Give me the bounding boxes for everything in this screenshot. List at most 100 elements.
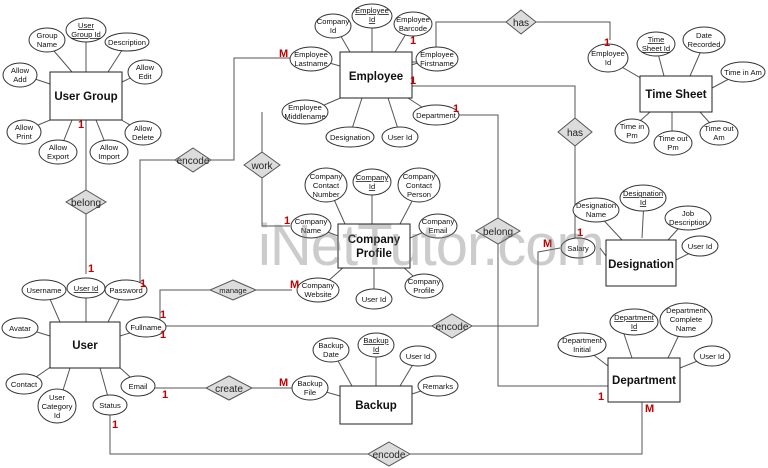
attr-employee-barcode: Employee Barcode bbox=[393, 11, 433, 37]
svg-text:Id: Id bbox=[631, 322, 637, 331]
svg-text:Employee: Employee bbox=[396, 15, 430, 24]
svg-text:Lastname: Lastname bbox=[294, 59, 327, 68]
svg-text:File: File bbox=[304, 388, 316, 397]
attr-time-in-am: Time in Am bbox=[720, 61, 766, 83]
attr-email: Email bbox=[120, 375, 156, 397]
relationship-has-timesheet[interactable]: has bbox=[505, 9, 537, 35]
svg-text:Id: Id bbox=[605, 58, 611, 67]
attr-allow-export: Allow Export bbox=[38, 139, 78, 165]
entity-company-profile[interactable]: Company Profile bbox=[337, 223, 411, 269]
svg-text:Profile: Profile bbox=[356, 248, 392, 260]
svg-text:Company: Company bbox=[356, 173, 389, 182]
svg-text:Sheet Id: Sheet Id bbox=[642, 44, 670, 53]
attr-description: Description bbox=[104, 32, 150, 52]
entity-designation[interactable]: Designation bbox=[605, 239, 677, 287]
svg-text:Print: Print bbox=[16, 132, 33, 141]
svg-text:Employee: Employee bbox=[591, 49, 625, 58]
svg-text:Id: Id bbox=[330, 26, 336, 35]
svg-text:Company: Company bbox=[403, 172, 436, 181]
svg-text:1: 1 bbox=[284, 215, 290, 227]
svg-text:Group: Group bbox=[36, 31, 57, 40]
svg-text:Company: Company bbox=[310, 172, 343, 181]
attr-allow-print: Allow Print bbox=[6, 119, 42, 145]
svg-text:Description: Description bbox=[108, 38, 146, 47]
attr-department-id: Department Id bbox=[609, 308, 659, 336]
svg-text:Number: Number bbox=[312, 190, 339, 199]
svg-text:Designation: Designation bbox=[608, 259, 674, 271]
entity-time-sheet[interactable]: Time Sheet bbox=[639, 75, 713, 113]
entity-backup[interactable]: Backup bbox=[339, 385, 413, 425]
attr-employee-middlename: Employee Middlename bbox=[281, 99, 329, 125]
svg-text:User Group: User Group bbox=[54, 91, 117, 103]
entity-department[interactable]: Department bbox=[607, 357, 681, 403]
svg-text:1: 1 bbox=[88, 263, 94, 275]
relationship-work[interactable]: work bbox=[243, 151, 281, 179]
svg-text:belong: belong bbox=[483, 227, 513, 238]
svg-text:User Id: User Id bbox=[74, 284, 98, 293]
attr-department-user-id: User Id bbox=[693, 345, 731, 367]
svg-text:Name: Name bbox=[676, 324, 696, 333]
relationship-manage[interactable]: manage bbox=[208, 279, 258, 301]
svg-text:Import: Import bbox=[98, 152, 120, 161]
relationship-encode-department[interactable]: encode bbox=[366, 441, 412, 467]
svg-text:Department: Department bbox=[666, 306, 707, 315]
cardinality-markers: M 1 1 1 1 1 1 1 1 M 1 1 M 1 1 M 1 1 M bbox=[78, 35, 654, 431]
svg-text:Name: Name bbox=[37, 40, 57, 49]
attr-company-name: Company Name bbox=[290, 213, 332, 239]
svg-text:Salary: Salary bbox=[567, 244, 589, 253]
relationship-has-designation[interactable]: has bbox=[557, 117, 593, 147]
svg-text:1: 1 bbox=[598, 391, 604, 403]
attr-company-profile-id: Company Id bbox=[352, 168, 392, 196]
svg-text:Employee: Employee bbox=[420, 50, 454, 59]
svg-text:1: 1 bbox=[160, 309, 166, 321]
svg-text:Company: Company bbox=[348, 234, 401, 246]
svg-text:M: M bbox=[543, 238, 552, 250]
svg-text:Designation: Designation bbox=[330, 133, 370, 142]
svg-text:Department: Department bbox=[562, 336, 603, 345]
svg-text:Group Id: Group Id bbox=[71, 30, 101, 39]
svg-text:Backup: Backup bbox=[297, 379, 322, 388]
attr-remarks: Remarks bbox=[417, 375, 459, 397]
svg-text:Time in Am: Time in Am bbox=[724, 68, 762, 77]
svg-text:belong: belong bbox=[71, 198, 101, 209]
attr-backup-date: Backup Date bbox=[312, 337, 350, 363]
svg-text:Id: Id bbox=[369, 182, 375, 191]
attr-employee-firstname: Employee Firstname bbox=[415, 46, 459, 72]
attr-job-description: Job Description bbox=[664, 205, 712, 231]
attr-time-in-pm: Time in Pm bbox=[614, 118, 650, 144]
attr-company-email: Company Email bbox=[418, 213, 458, 239]
attr-allow-edit: Allow Edit bbox=[127, 59, 163, 85]
entity-employee[interactable]: Employee bbox=[339, 51, 413, 99]
relationship-belong-department[interactable]: belong bbox=[475, 217, 521, 245]
attr-designation-id: Designation Id bbox=[619, 184, 667, 212]
svg-text:Pm: Pm bbox=[667, 143, 678, 152]
attr-user-group-id: User Group Id bbox=[65, 17, 107, 43]
svg-text:Backup: Backup bbox=[318, 341, 343, 350]
svg-text:Time Sheet: Time Sheet bbox=[645, 89, 706, 101]
relationship-encode-designation[interactable]: encode bbox=[431, 313, 473, 339]
svg-text:Company: Company bbox=[302, 281, 335, 290]
svg-text:1: 1 bbox=[604, 37, 610, 49]
relationship-belong-user-group[interactable]: belong bbox=[65, 189, 107, 215]
svg-text:Person: Person bbox=[407, 190, 431, 199]
svg-text:M: M bbox=[279, 377, 288, 389]
svg-text:Company: Company bbox=[317, 17, 350, 26]
svg-text:Barcode: Barcode bbox=[399, 24, 427, 33]
entity-user[interactable]: User bbox=[49, 321, 121, 369]
svg-text:Company: Company bbox=[408, 277, 441, 286]
attr-status: Status bbox=[92, 394, 128, 416]
svg-text:Time out: Time out bbox=[704, 124, 734, 133]
svg-text:User: User bbox=[49, 393, 66, 402]
svg-text:Name: Name bbox=[586, 210, 606, 219]
svg-text:work: work bbox=[250, 161, 273, 172]
svg-text:has: has bbox=[567, 128, 583, 139]
svg-text:Firstname: Firstname bbox=[420, 59, 454, 68]
svg-text:Id: Id bbox=[640, 198, 646, 207]
attr-employee-user-id: User Id bbox=[381, 126, 419, 148]
svg-text:Department: Department bbox=[612, 375, 676, 387]
entity-user-group[interactable]: User Group bbox=[49, 71, 123, 121]
svg-text:1: 1 bbox=[410, 35, 416, 47]
relationship-create[interactable]: create bbox=[204, 375, 254, 401]
relationship-encode-user-group[interactable]: encode bbox=[174, 147, 212, 173]
svg-text:1: 1 bbox=[160, 329, 166, 341]
